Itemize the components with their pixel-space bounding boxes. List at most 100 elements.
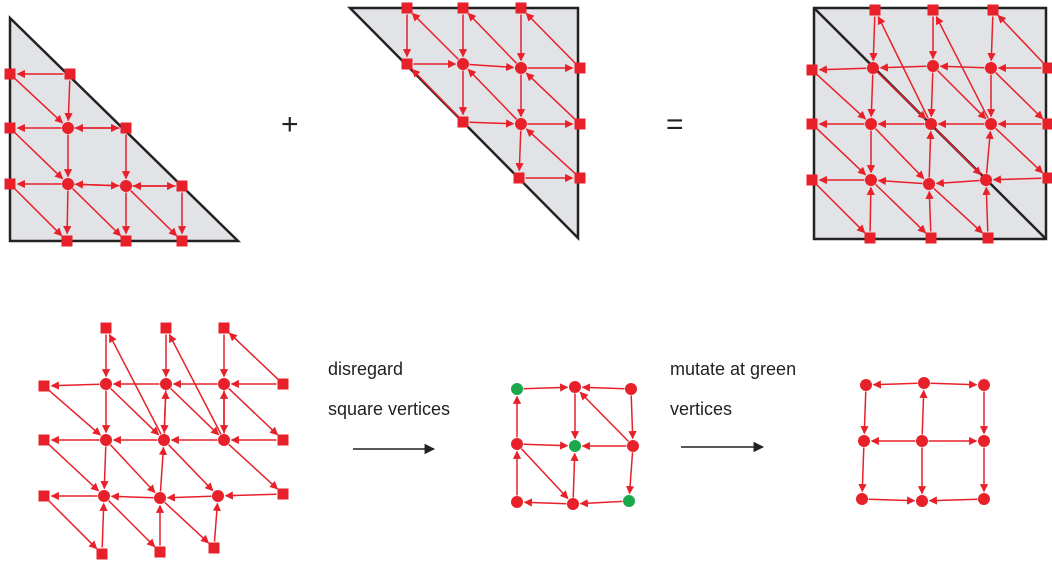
quiver-arrow: [14, 77, 64, 124]
frozen-vertex: [100, 322, 112, 334]
frozen-vertex: [806, 118, 818, 130]
frozen-vertex: [277, 378, 289, 390]
mutable-vertex: [511, 496, 523, 508]
mutable-vertex: [923, 178, 935, 190]
mutable-vertex: [511, 438, 523, 450]
frozen-vertex: [61, 235, 73, 247]
frozen-vertex: [4, 178, 16, 190]
frozen-vertex: [513, 172, 525, 184]
quiver-arrow: [467, 12, 518, 64]
mutable-vertex: [867, 62, 879, 74]
frozen-vertex: [457, 116, 469, 128]
quiver-arrow: [14, 131, 64, 180]
quiver-arrow: [469, 62, 515, 72]
mutable-vertex: [627, 440, 639, 452]
quiver-arrow: [469, 119, 515, 128]
frozen-vertex: [457, 2, 469, 14]
quiver-arrow: [866, 186, 875, 232]
mutable-vertex: [567, 498, 579, 510]
mutable-vertex: [925, 118, 937, 130]
quiver-arrow: [109, 444, 156, 494]
quiver-arrow: [108, 500, 156, 548]
quiver-reduced: [511, 381, 639, 510]
quiver-arrow: [818, 65, 867, 74]
green-vertex: [623, 495, 635, 507]
frozen-vertex: [401, 58, 413, 70]
quiver-arrow: [63, 190, 72, 235]
quiver-arrow: [411, 68, 460, 118]
quiver-arrow: [166, 493, 212, 502]
equals-sign: =: [666, 108, 684, 141]
mutable-vertex: [158, 434, 170, 446]
quiver-arrow: [930, 380, 978, 389]
frozen-vertex: [574, 62, 586, 74]
mutable-vertex: [860, 379, 872, 391]
mutable-vertex: [62, 122, 74, 134]
mutable-vertex: [916, 435, 928, 447]
quiver-arrow: [48, 500, 98, 550]
quiver-arrow: [933, 187, 984, 234]
quiver-arrow: [919, 389, 928, 435]
mutable-vertex: [62, 178, 74, 190]
quiver-arrow: [224, 491, 277, 500]
quiver-arrow: [130, 190, 178, 237]
quiver-arrow: [858, 447, 867, 493]
mutable-vertex: [985, 118, 997, 130]
quiver-arrow: [72, 188, 122, 237]
frozen-vertex: [925, 232, 937, 244]
quiver-arrow: [995, 127, 1044, 174]
frozen-vertex: [38, 434, 50, 446]
quiver-arrow: [64, 80, 73, 122]
quiver-arrow: [48, 389, 101, 436]
quiver-arrow: [877, 176, 923, 186]
quiver-arrow: [816, 73, 867, 120]
quiver-arrow: [158, 446, 168, 492]
quiver-arrow: [411, 12, 459, 60]
quiver-arrow: [525, 12, 576, 64]
frozen-vertex: [806, 174, 818, 186]
quiver-arrow: [581, 383, 625, 392]
quiver-arrow: [928, 496, 978, 505]
quiver-arrow: [525, 72, 576, 121]
frozen-vertex: [38, 380, 50, 392]
quiver-arrow: [167, 444, 214, 492]
mutable-vertex: [625, 383, 637, 395]
mutable-vertex: [160, 378, 172, 390]
quiver-arrow: [816, 184, 866, 234]
frozen-vertex: [574, 118, 586, 130]
quiver-arrow: [935, 15, 989, 119]
quiver-arrow: [875, 183, 927, 234]
quiver-arrow: [108, 333, 162, 435]
frozen-vertex: [982, 232, 994, 244]
label-mutate-line2: vertices: [670, 399, 732, 419]
frozen-vertex: [869, 4, 881, 16]
mutable-vertex: [218, 434, 230, 446]
frozen-vertex: [64, 68, 76, 80]
quiver-right-triangle: [401, 2, 586, 184]
plus-sign: +: [281, 108, 299, 141]
quiver-arrow: [523, 441, 569, 450]
mutable-vertex: [978, 435, 990, 447]
quiver-arrow: [625, 452, 635, 495]
mutable-vertex: [569, 381, 581, 393]
quiver-left-triangle: [4, 68, 188, 247]
mutable-vertex: [916, 495, 928, 507]
quiver-arrow: [523, 383, 569, 392]
mutable-vertex: [212, 490, 224, 502]
mutable-vertex: [927, 60, 939, 72]
quiver-arrow: [877, 15, 929, 119]
quiver-arrow: [877, 71, 927, 120]
quiver-arrow: [868, 496, 916, 505]
quiver-arrow: [927, 72, 936, 118]
frozen-vertex: [806, 64, 818, 76]
mutable-vertex: [978, 493, 990, 505]
mutable-vertex: [98, 490, 110, 502]
quiver-arrow: [48, 443, 100, 492]
quiver-arrow: [937, 70, 987, 120]
quiver-arrow: [523, 498, 567, 507]
frozen-vertex: [515, 2, 527, 14]
quiver-arrow: [570, 452, 579, 498]
frozen-vertex: [4, 122, 16, 134]
mutable-vertex: [858, 435, 870, 447]
